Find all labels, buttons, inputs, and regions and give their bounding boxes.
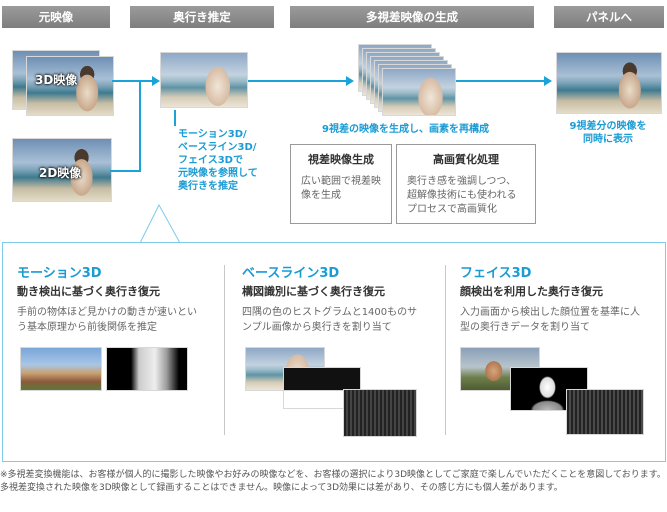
depth-note: モーション3D/ ベースライン3D/ フェイス3Dで 元映像を参照して 奥行きを… xyxy=(178,128,258,193)
panel-note-line: 9視差分の映像を xyxy=(569,121,647,132)
panel-note-line: 同時に表示 xyxy=(583,134,633,145)
box-quality: 高画質化処理 奥行き感を強調しつつ、超解像技術にも使われるプロセスで高画質化 xyxy=(396,144,536,224)
method-title: ベースライン3D xyxy=(242,266,340,281)
box-quality-body: 奥行き感を強調しつつ、超解像技術にも使われるプロセスで高画質化 xyxy=(407,176,517,215)
box-view-generation: 視差映像生成 広い範囲で視差映像を生成 xyxy=(290,144,392,224)
source-3d-label: 3D映像 xyxy=(35,73,78,87)
stage-header-depth: 奥行き推定 xyxy=(130,6,274,28)
column-divider xyxy=(445,265,446,435)
generation-note: 9視差の映像を生成し、画素を再構成 xyxy=(322,124,489,135)
panel-note: 9視差分の映像を 同時に表示 xyxy=(566,120,650,146)
method-baseline-3d: ベースライン3D 構図識別に基づく奥行き復元 四隅の色のヒストグラムと1400も… xyxy=(225,243,445,461)
depth-note-line: 元映像を参照して xyxy=(178,168,258,179)
depth-estimation-image xyxy=(160,52,248,108)
depth-note-line: 奥行きを推定 xyxy=(178,181,238,192)
stage-header-generation: 多視差映像の生成 xyxy=(290,6,534,28)
stage-header-source: 元映像 xyxy=(2,6,110,28)
panel-display-image xyxy=(556,52,662,114)
method-subtitle: 動き検出に基づく奥行き復元 xyxy=(17,285,160,298)
arrow-2d-right xyxy=(110,170,140,172)
method-title: フェイス3D xyxy=(460,266,532,281)
arrow-head-panel xyxy=(544,76,552,86)
arrow-2d-up xyxy=(139,82,141,172)
arrow-3d-to-depth xyxy=(112,80,154,82)
box-view-generation-body: 広い範囲で視差映像を生成 xyxy=(301,176,381,201)
method-body: 手前の物体ほど見かけの動きが速いという基本原理から前後関係を推定 xyxy=(17,307,197,333)
column-divider xyxy=(224,265,225,435)
arrow-depth-to-generation xyxy=(248,80,348,82)
source-2d-image: 2D映像 xyxy=(12,138,112,202)
motion-3d-depthmap xyxy=(106,347,188,391)
view-frame xyxy=(382,68,456,116)
method-body: 入力画面から検出した顔位置を基準に人型の奥行きデータを割り当て xyxy=(460,307,640,333)
box-view-generation-title: 視差映像生成 xyxy=(308,153,374,166)
stage-header-panel: パネルへ xyxy=(554,6,664,28)
box-quality-title: 高画質化処理 xyxy=(433,153,499,166)
method-title: モーション3D xyxy=(17,266,102,281)
depth-note-line: フェイス3Dで xyxy=(178,155,243,166)
method-subtitle: 顔検出を利用した奥行き復元 xyxy=(460,285,603,298)
method-subtitle: 構図識別に基づく奥行き復元 xyxy=(242,285,385,298)
depth-note-line: ベースライン3D/ xyxy=(178,142,257,153)
methods-panel: モーション3D 動き検出に基づく奥行き復元 手前の物体ほど見かけの動きが速いとい… xyxy=(2,242,666,462)
depth-note-line: モーション3D/ xyxy=(178,129,247,140)
method-body: 四隅の色のヒストグラムと1400ものサンプル画像から奥行きを割り当て xyxy=(242,307,418,333)
method-face-3d: フェイス3D 顔検出を利用した奥行き復元 入力画面から検出した顔位置を基準に人型… xyxy=(446,243,665,461)
depth-note-connector xyxy=(174,110,176,126)
method-motion-3d: モーション3D 動き検出に基づく奥行き復元 手前の物体ほど見かけの動きが速いとい… xyxy=(3,243,223,461)
baseline-3d-depthmesh xyxy=(343,389,417,437)
source-3d-image-front: 3D映像 xyxy=(26,56,114,116)
face-3d-depthmesh xyxy=(566,389,644,435)
arrow-head-3d xyxy=(152,76,160,86)
callout-pointer xyxy=(140,204,181,244)
footnote: ※多視差変換機能は、お客様が個人的に撮影した映像やお好みの映像などを、お客様の選… xyxy=(0,470,666,493)
arrow-generation-to-panel xyxy=(456,80,546,82)
source-2d-label: 2D映像 xyxy=(39,166,82,180)
arrow-head-generation xyxy=(346,76,354,86)
motion-3d-photo xyxy=(20,347,102,391)
